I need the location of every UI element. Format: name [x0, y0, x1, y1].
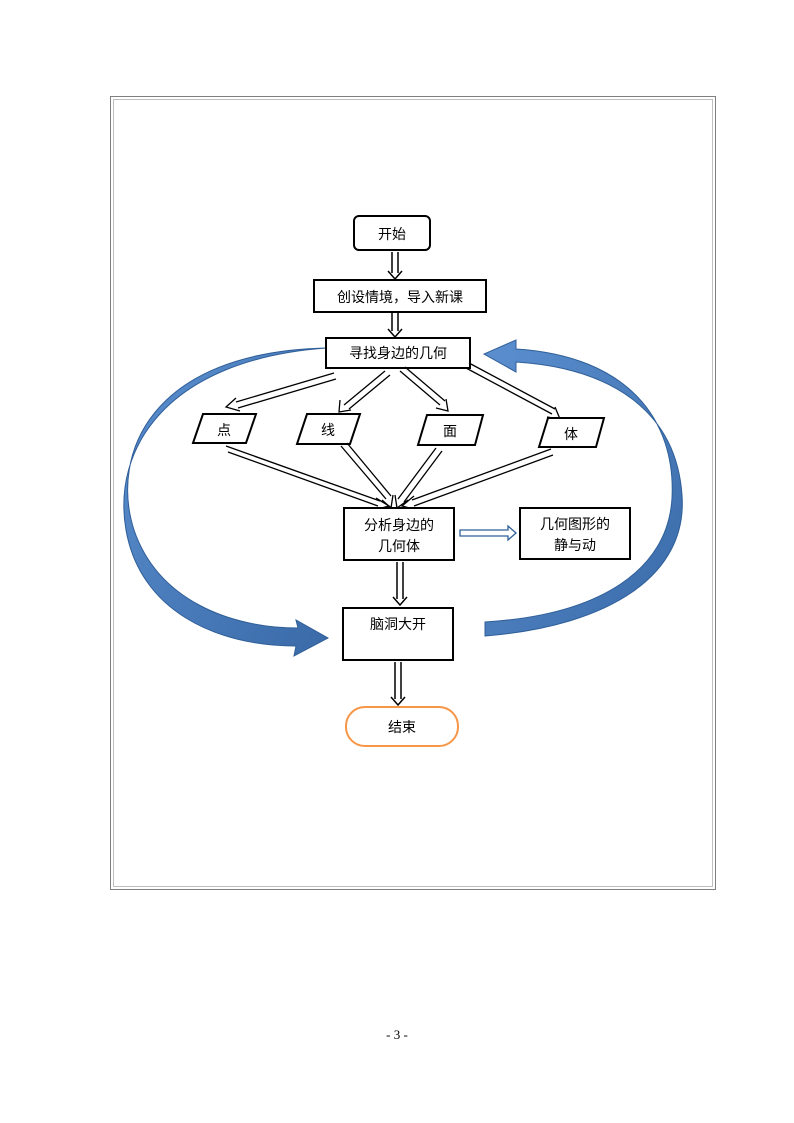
arrow-line-analyze [340, 442, 394, 510]
arrow-start-intro [387, 252, 403, 281]
start-node: 开始 [353, 215, 431, 251]
analyze-label-line1: 分析身边的 [364, 518, 434, 534]
analyze-node: 分析身边的 几何体 [343, 507, 455, 561]
arrow-find-point [224, 372, 337, 412]
find-node: 寻找身边的几何 [325, 337, 471, 369]
table-frame-outer [110, 96, 716, 890]
point-node: 点 [191, 413, 258, 444]
table-frame-inner [113, 99, 713, 887]
intro-label: 创设情境，导入新课 [337, 290, 463, 306]
static-label-line2: 静与动 [554, 538, 596, 554]
solid-label: 体 [564, 427, 578, 443]
arrow-point-analyze [225, 445, 391, 511]
arrow-find-surface [399, 366, 449, 412]
static-label-line1: 几何图形的 [540, 517, 610, 533]
right-loop-arrow [482, 339, 683, 637]
page-number: - 3 - [386, 1027, 408, 1042]
left-loop-arrow [123, 347, 330, 657]
arrow-solid-analyze [400, 448, 554, 511]
end-label: 结束 [388, 720, 416, 736]
surface-node: 面 [416, 414, 485, 446]
analyze-label-line2: 几何体 [378, 539, 420, 555]
brainstorm-label: 脑洞大开 [370, 617, 426, 633]
static-dynamic-node: 几何图形的 静与动 [519, 507, 631, 560]
line-node: 线 [295, 413, 362, 445]
arrow-intro-find [387, 313, 403, 339]
arrow-brainstorm-end [390, 662, 406, 707]
arrow-find-line [338, 370, 391, 413]
surface-label: 面 [443, 424, 457, 440]
brainstorm-node: 脑洞大开 [342, 607, 454, 661]
point-label: 点 [217, 423, 231, 439]
end-node: 结束 [345, 706, 459, 747]
arrow-analyze-static [459, 524, 517, 542]
solid-node: 体 [537, 417, 606, 448]
start-label: 开始 [378, 227, 406, 243]
arrow-find-solid [465, 362, 562, 420]
arrow-analyze-brainstorm [392, 562, 408, 607]
find-label: 寻找身边的几何 [349, 346, 447, 362]
line-label: 线 [321, 423, 335, 439]
intro-node: 创设情境，导入新课 [313, 279, 487, 313]
